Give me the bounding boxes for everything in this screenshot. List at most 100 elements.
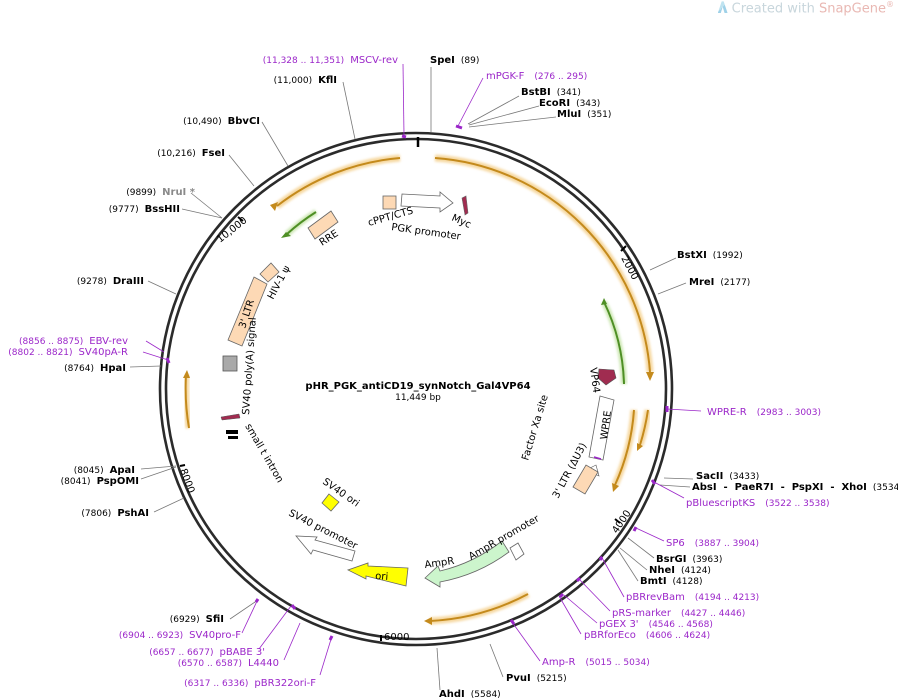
svg-text:BsrGI(3963): BsrGI (3963) — [656, 554, 722, 565]
primer-pos: (4194 .. 4213) — [695, 593, 759, 603]
site-name: DraIII — [113, 276, 144, 287]
small-t-mark-a — [226, 430, 238, 434]
small-feature-mark — [220, 413, 241, 421]
plasmid-name: pHR_PGK_antiCD19_synNotch_Gal4VP64 — [305, 381, 530, 392]
primer-name: mPGK-F — [486, 71, 525, 82]
svg-text:(10,216)FseI: (10,216) FseI — [157, 148, 225, 159]
tick-4000: 4000 — [610, 508, 633, 535]
site-pos: (8764) — [64, 364, 94, 374]
svg-text:SacII(3433): SacII(3433) — [696, 471, 759, 482]
site-pos: (6929) — [170, 615, 200, 625]
svg-text:AbsI - PaeR7I - PspXI -: AbsI - PaeR7I - PspXI - XhoI (3534) — [692, 482, 898, 493]
watermark-reg: ® — [886, 0, 894, 9]
plasmid-size: 11,449 bp — [395, 393, 441, 403]
primer-labels: (11,328 .. 11,351)MSCV-rev mPGK-F(276 ..… — [8, 55, 829, 689]
site-name: FseI — [202, 148, 225, 159]
site-name: KflI — [318, 75, 337, 86]
svg-text:NheI(4124): NheI (4124) — [649, 565, 711, 576]
svg-text:MreI(2177): MreI (2177) — [689, 277, 750, 288]
svg-text:(9777)BssHII: (9777)BssHII — [109, 204, 180, 215]
site-name: BstXI — [677, 250, 707, 261]
site-name: NruI * — [162, 187, 196, 198]
sv40-promoter-arrow — [295, 535, 356, 562]
site-name: NheI — [649, 565, 675, 576]
primer-pos: (6570 .. 6587) — [178, 659, 242, 669]
site-name: BstBI — [521, 87, 551, 98]
wpre-primer-mark — [593, 456, 602, 460]
primer-pos: (276 .. 295) — [534, 72, 587, 82]
svg-text:(9899)NruI *: (9899)NruI * — [126, 187, 196, 198]
site-name: SfiI — [206, 614, 224, 625]
site-pos: (10,216) — [157, 149, 196, 159]
svg-text:(6570 .. 6587)L4440: (6570 .. 6587) L4440 — [178, 658, 279, 669]
site-pos: (3963) — [692, 555, 722, 565]
primer-name: pBR322ori-F — [254, 678, 316, 689]
site-name: AbsI - PaeR7I - PspXI - XhoI — [692, 482, 867, 493]
site-pos: (341) — [557, 88, 581, 98]
site-pos: (8045) — [74, 466, 104, 476]
svg-text:BstBI(341): BstBI (341) — [521, 87, 581, 98]
primer-name: SV40pA-R — [79, 347, 128, 358]
primer-pos: (8802 .. 8821) — [8, 348, 72, 358]
orange-arrowheads — [183, 202, 654, 625]
site-pos: (5584) — [471, 690, 501, 700]
site-pos: (4128) — [673, 577, 703, 587]
site-pos: (9278) — [77, 277, 107, 287]
svg-text:MluI(351): MluI(351) — [557, 109, 611, 120]
site-name: MluI — [557, 109, 581, 120]
site-pos: (4124) — [681, 566, 711, 576]
site-leaders — [129, 67, 694, 691]
site-name: PshAI — [117, 508, 149, 519]
svg-text:pGEX 3'(4546 .. 4568): pGEX 3'(4546 .. 4568) — [599, 619, 713, 630]
svg-text:SpeI(89): SpeI(89) — [430, 55, 479, 66]
site-pos: (2177) — [720, 278, 750, 288]
svg-text:(9278)DraIII: (9278) DraIII — [77, 276, 144, 287]
primer-name: pBRforEco — [584, 630, 636, 641]
primer-pos: (3522 .. 3538) — [765, 499, 829, 509]
svg-text:(6317 .. 6336)pBR322ori-F: (6317 .. 6336) pBR322ori-F — [184, 678, 316, 689]
primer-pos: (6657 .. 6677) — [149, 648, 213, 658]
primer-name: Amp-R — [542, 657, 576, 668]
svg-text:pBRforEco(4606 .. 4624): pBRforEco(4606 .. 4624) — [584, 630, 710, 641]
primer-name: pBluescriptKS — [686, 498, 755, 509]
small-t-mark-b — [228, 436, 238, 439]
svg-text:(8041)PspOMI: (8041)PspOMI — [61, 476, 139, 487]
svg-text:BstXI(1992): BstXI (1992) — [677, 250, 743, 261]
label-factor-xa: Factor Xa site — [520, 394, 550, 462]
site-pos: (7806) — [81, 509, 111, 519]
site-name: BsrGI — [656, 554, 686, 565]
svg-text:Amp-R(5015 .. 5034): Amp-R(5015 .. 5034) — [542, 657, 650, 668]
ltr3-box — [227, 276, 268, 347]
primer-marks — [165, 124, 669, 641]
primer-name: SV40pro-F — [189, 630, 241, 641]
primer-pos: (2983 .. 3003) — [757, 408, 821, 418]
restriction-site-labels: SpeI(89) BstBI (341) EcoRI(343) MluI(351)… — [61, 55, 898, 700]
label-myc: Myc — [450, 213, 473, 231]
pgk-promoter-arrow — [400, 191, 454, 213]
svg-text:(6929)SfiI: (6929) SfiI — [170, 614, 224, 625]
svg-text:(8045)ApaI: (8045)ApaI — [74, 465, 135, 476]
site-pos: (3534) — [873, 483, 898, 493]
primer-name: MSCV-rev — [350, 55, 398, 66]
primer-name: L4440 — [248, 658, 279, 669]
site-name: BssHII — [145, 204, 180, 215]
svg-text:(6904 .. 6923)SV40pro-F: (6904 .. 6923)SV40pro-F — [119, 630, 241, 641]
svg-text:EcoRI(343): EcoRI(343) — [539, 98, 600, 109]
rre-box — [307, 210, 339, 240]
label-ampr: AmpR — [424, 556, 455, 571]
hiv-psi-box — [259, 262, 280, 283]
primer-name: WPRE-R — [707, 407, 747, 418]
site-name: BmtI — [640, 576, 667, 587]
primer-pos: (3887 .. 3904) — [695, 539, 759, 549]
site-name: AhdI — [439, 689, 465, 700]
site-name: PvuI — [506, 673, 531, 684]
site-pos: (10,490) — [183, 117, 222, 127]
site-name: MreI — [689, 277, 714, 288]
primer-pos: (6317 .. 6336) — [184, 679, 248, 689]
svg-text:PvuI(5215): PvuI(5215) — [506, 673, 567, 684]
svg-text:pRS-marker(4427 .. 4446): pRS-marker(4427 .. 4446) — [612, 608, 745, 619]
primer-name: pGEX 3' — [599, 619, 639, 630]
site-pos: (1992) — [713, 251, 743, 261]
backbone-outer — [158, 131, 674, 647]
site-name: SpeI — [430, 55, 455, 66]
